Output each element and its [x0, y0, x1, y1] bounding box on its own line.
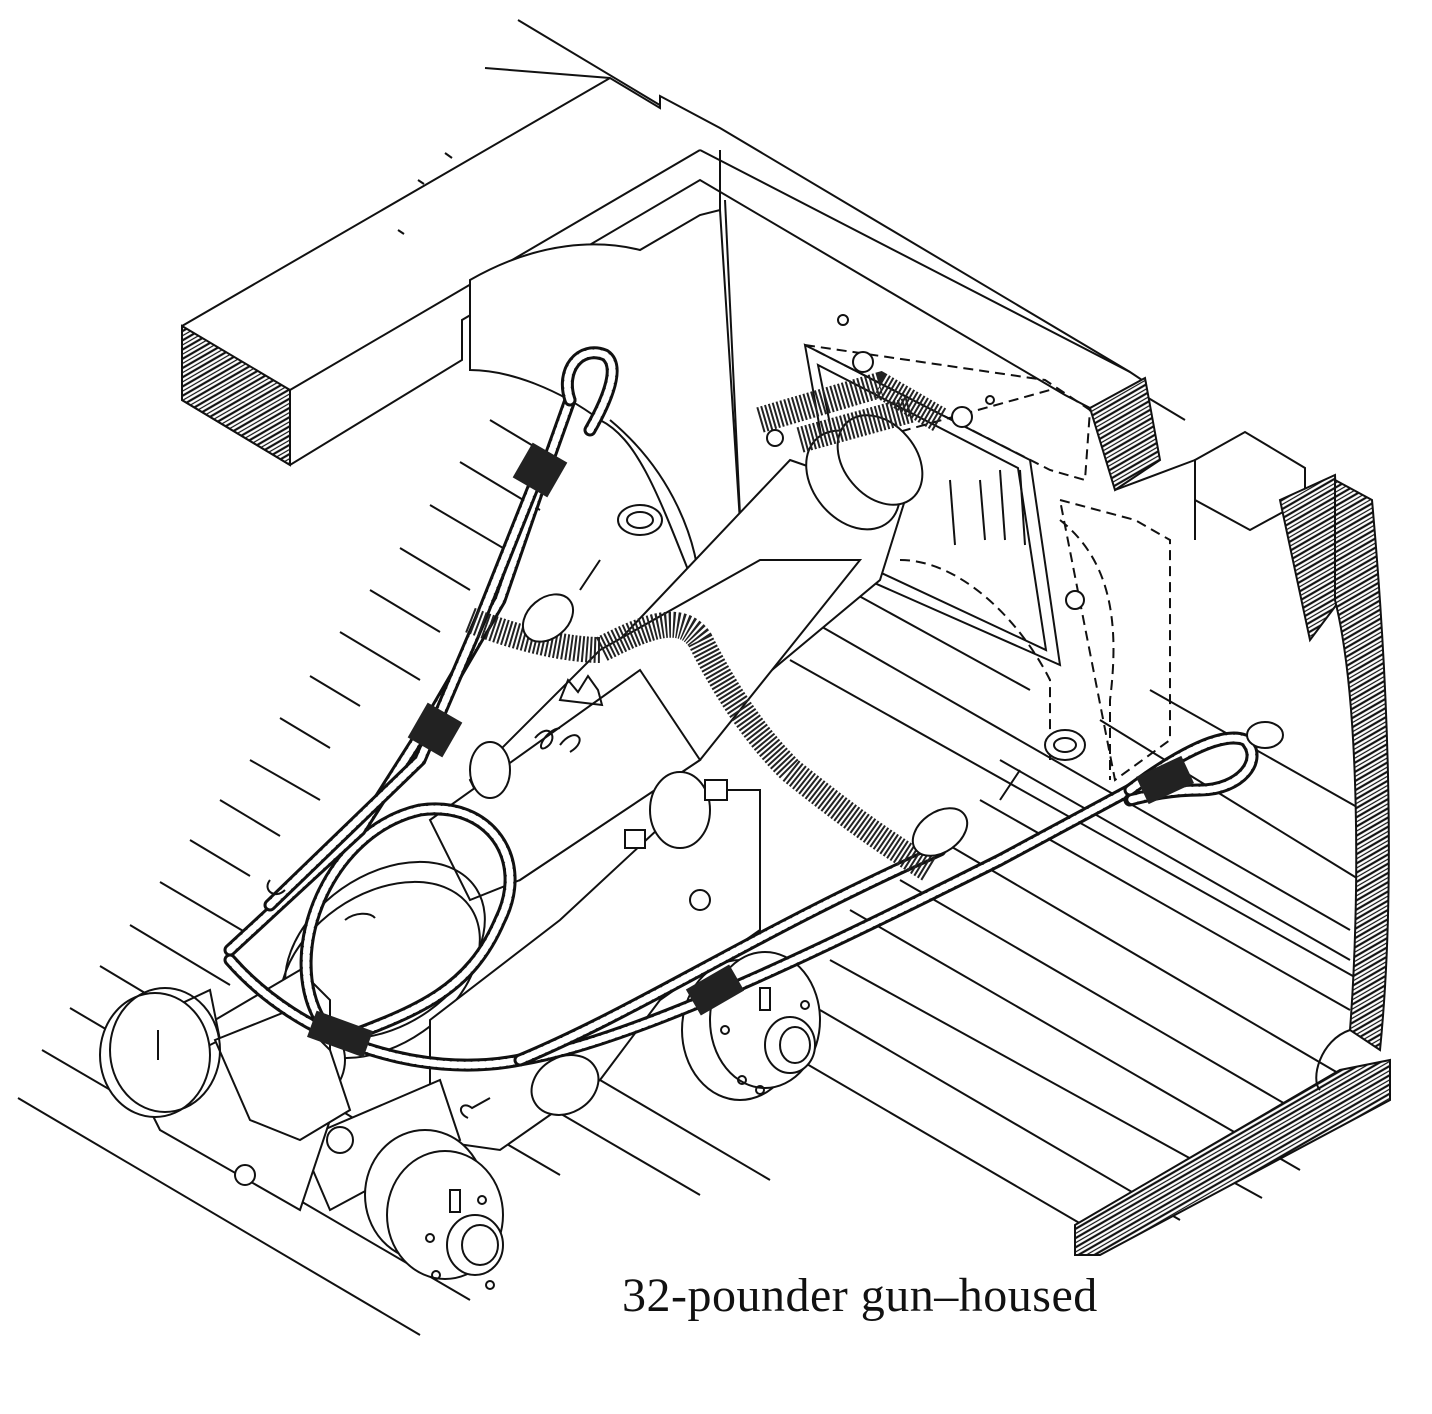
ring-bolts-and-blocks: [266, 351, 1284, 1119]
ship-side: [1074, 376, 1391, 1256]
front-wheel-left: [364, 1129, 504, 1290]
rigging-ropes: [223, 346, 1259, 1072]
figure-caption: 32-pounder gun–housed: [622, 1269, 1098, 1322]
royal-cipher: [534, 674, 604, 753]
rear-wheel-left: [99, 987, 221, 1118]
